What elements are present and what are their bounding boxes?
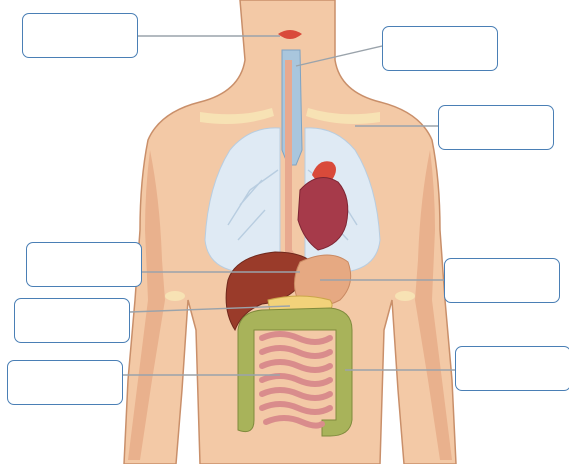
label-box-1[interactable] — [22, 13, 138, 58]
label-box-5[interactable] — [444, 258, 560, 303]
label-box-4[interactable] — [26, 242, 142, 287]
label-box-6[interactable] — [14, 298, 130, 343]
right-elbow-bone — [395, 291, 415, 301]
left-elbow-bone — [165, 291, 185, 301]
label-box-8[interactable] — [7, 360, 123, 405]
label-box-7[interactable] — [455, 346, 569, 391]
label-box-3[interactable] — [438, 105, 554, 150]
label-box-2[interactable] — [382, 26, 498, 71]
